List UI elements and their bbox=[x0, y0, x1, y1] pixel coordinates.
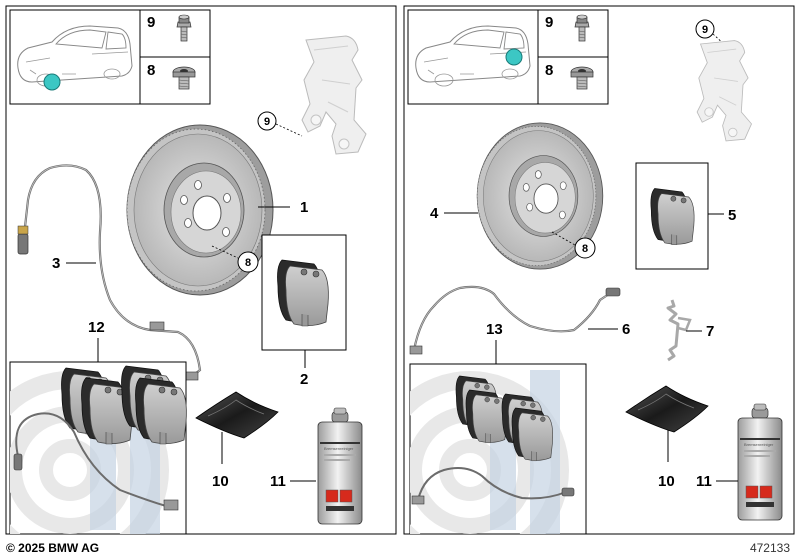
callout-9-caliper-ring bbox=[257, 111, 277, 131]
right-panel-frame bbox=[403, 5, 795, 535]
copyright-notice: © 2025 BMW AG bbox=[6, 541, 100, 555]
leader-8-disc bbox=[211, 245, 239, 259]
callout-8-inset: 8 bbox=[147, 62, 155, 79]
clip-spring-icon bbox=[666, 298, 692, 362]
callout-8-disc-ring bbox=[574, 237, 596, 259]
callout-9-caliper: 9 bbox=[264, 116, 270, 128]
callout-2: 2 bbox=[300, 371, 308, 388]
callout-1: 1 bbox=[300, 199, 308, 216]
kit-pad-icon bbox=[135, 377, 187, 445]
highlight-marker bbox=[505, 48, 523, 66]
callout-3: 3 bbox=[52, 255, 60, 272]
callout-11: 11 bbox=[696, 473, 712, 490]
callout-9-inset: 9 bbox=[545, 14, 553, 31]
spray-can-icon bbox=[317, 407, 363, 525]
callout-11: 11 bbox=[270, 473, 286, 490]
callout-6: 6 bbox=[622, 321, 630, 338]
diagram-number: 472133 bbox=[749, 541, 790, 555]
callout-8-inset: 8 bbox=[545, 62, 553, 79]
kit-box-12 bbox=[9, 361, 187, 535]
right-inset-box: 9 8 bbox=[407, 9, 609, 105]
caliper-carrier-icon bbox=[696, 40, 752, 142]
wear-sensor-icon bbox=[409, 285, 621, 355]
left-panel-frame bbox=[5, 5, 397, 535]
kit-sensor-icon bbox=[417, 467, 567, 501]
callout-9-caliper: 9 bbox=[702, 24, 708, 36]
callout-12: 12 bbox=[88, 319, 105, 336]
callout-9-caliper-ring bbox=[695, 19, 715, 39]
grease-pouch-icon bbox=[625, 385, 709, 433]
callout-8-disc: 8 bbox=[245, 257, 251, 269]
callout-10: 10 bbox=[212, 473, 229, 490]
kit-sensor-icon bbox=[15, 412, 167, 507]
spray-can-icon bbox=[737, 403, 783, 521]
callout-10: 10 bbox=[658, 473, 675, 490]
callout-7: 7 bbox=[706, 323, 714, 340]
callout-13: 13 bbox=[486, 321, 503, 338]
kit-box-13 bbox=[409, 363, 587, 535]
leader-9-caliper bbox=[275, 123, 303, 137]
brake-pad-icon bbox=[650, 188, 695, 245]
callout-5: 5 bbox=[728, 207, 736, 224]
caliper-carrier-icon bbox=[301, 35, 367, 155]
callout-4: 4 bbox=[430, 205, 439, 222]
callout-9-inset: 9 bbox=[147, 14, 155, 31]
callout-8-disc-ring bbox=[237, 251, 259, 273]
grease-pouch-icon bbox=[195, 391, 279, 439]
left-inset-box: 9 8 bbox=[9, 9, 211, 105]
callout-8-disc: 8 bbox=[582, 243, 588, 255]
wear-sensor-icon bbox=[17, 164, 202, 381]
highlight-marker bbox=[43, 73, 61, 91]
brake-pad-icon bbox=[277, 259, 329, 327]
